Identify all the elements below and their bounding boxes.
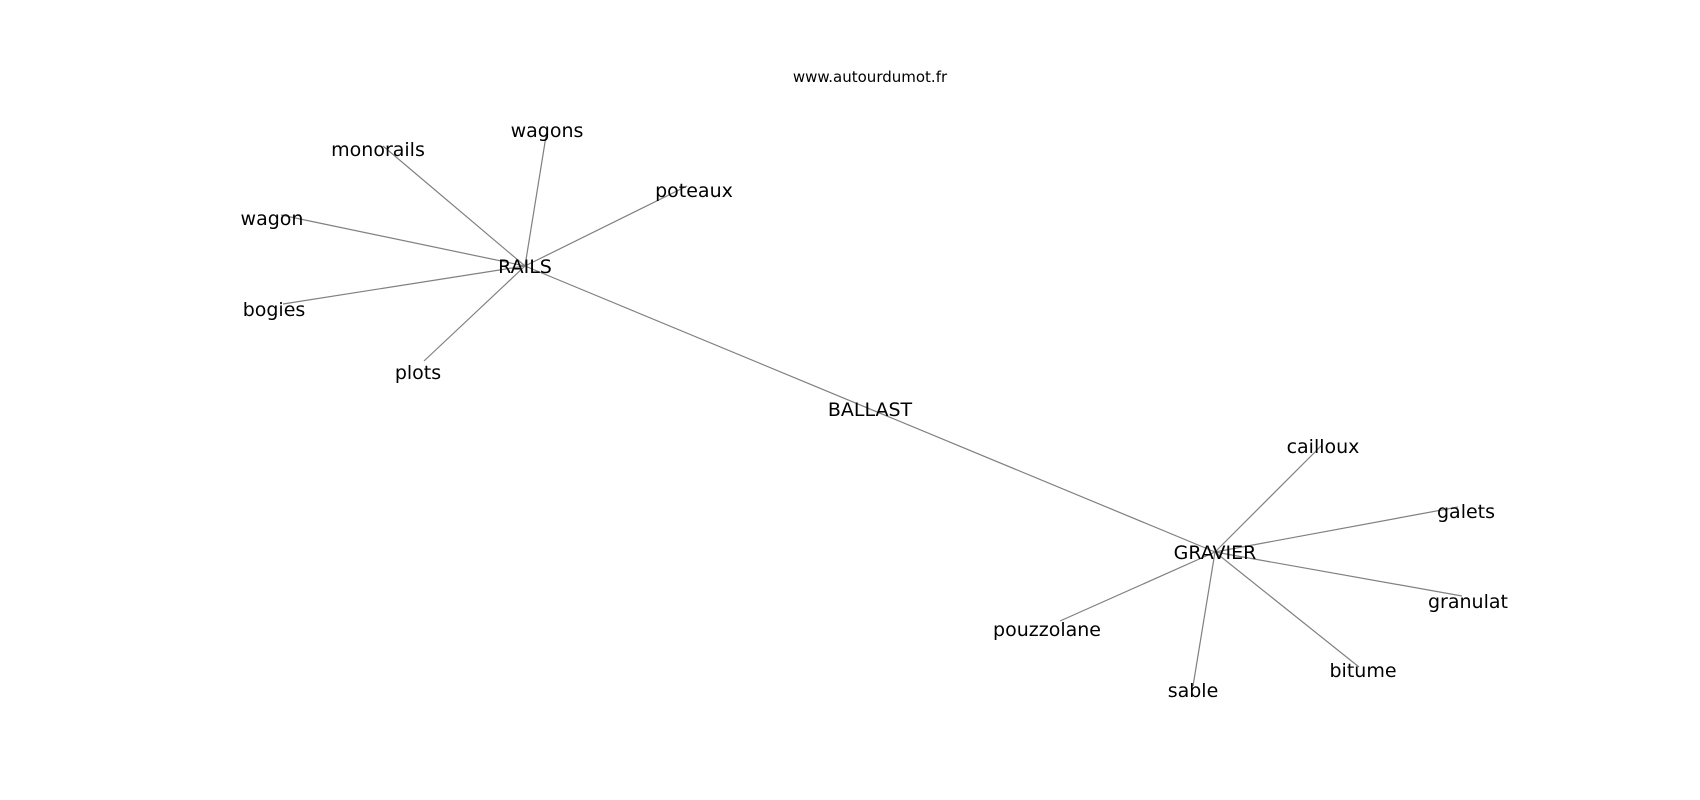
- node-label-rails[interactable]: RAILS: [498, 256, 552, 278]
- edge-rails-monorails: [382, 145, 526, 267]
- edge-gravier-cailloux: [1214, 444, 1323, 553]
- node-label-galets[interactable]: galets: [1437, 501, 1495, 523]
- edge-rails-gravier: [524, 265, 1216, 553]
- node-label-cailloux[interactable]: cailloux: [1287, 436, 1360, 458]
- node-label-gravier[interactable]: GRAVIER: [1174, 542, 1257, 564]
- edge-gravier-bitume: [1214, 551, 1360, 668]
- node-label-monorails[interactable]: monorails: [331, 139, 425, 161]
- node-label-poteaux[interactable]: poteaux: [655, 180, 733, 202]
- node-label-bogies[interactable]: bogies: [243, 299, 306, 321]
- node-label-granulat[interactable]: granulat: [1428, 591, 1508, 613]
- node-label-bitume[interactable]: bitume: [1329, 660, 1396, 682]
- edge-gravier-granulat: [1214, 551, 1463, 597]
- edge-gravier-sable: [1192, 551, 1216, 687]
- node-label-wagons[interactable]: wagons: [511, 120, 584, 142]
- edge-gravier-pouzzolane: [1059, 551, 1216, 622]
- edge-rails-bogies: [282, 265, 526, 305]
- edge-rails-wagon: [280, 214, 526, 267]
- edges-group: [280, 129, 1463, 687]
- edge-rails-poteaux: [524, 185, 688, 267]
- labels-group: BALLAST RAILS wagons monorails poteaux wagon b…: [241, 120, 1508, 702]
- node-label-wagon[interactable]: wagon: [241, 208, 304, 230]
- node-label-plots[interactable]: plots: [395, 362, 441, 384]
- edge-rails-plots: [423, 265, 526, 362]
- site-watermark: www.autourdumot.fr: [793, 68, 948, 86]
- node-label-pouzzolane[interactable]: pouzzolane: [993, 619, 1101, 641]
- edge-gravier-galets: [1214, 506, 1459, 553]
- node-label-ballast[interactable]: BALLAST: [828, 399, 913, 421]
- edge-rails-wagons: [524, 129, 548, 267]
- node-label-sable[interactable]: sable: [1168, 680, 1219, 702]
